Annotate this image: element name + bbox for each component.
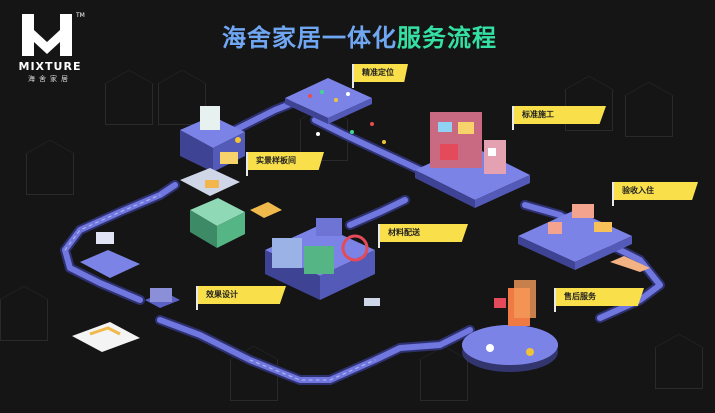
step-tag-move-in: 验收入住 [612, 182, 698, 206]
platform-design [72, 232, 180, 352]
flag-icon [512, 106, 514, 130]
background-house-outline [157, 70, 207, 125]
title-part-1: 海舍家居一体化 [222, 24, 397, 52]
flag-icon [378, 224, 380, 248]
title-part-2: 服务流程 [397, 24, 497, 52]
process-road [60, 95, 665, 385]
mixture-logo-icon [22, 14, 72, 56]
flag-icon [554, 288, 556, 312]
brand-name-cn: 海舍家居 [28, 75, 72, 83]
background-house-outline [25, 140, 75, 195]
step-label: 标准施工 [514, 106, 606, 124]
background-house-outline [654, 334, 704, 389]
flag-icon [196, 286, 198, 310]
step-label: 验收入住 [614, 182, 698, 200]
platform-delivery [265, 218, 380, 306]
flag-icon [612, 182, 614, 206]
background-house-outline [624, 82, 674, 137]
trademark: TM [76, 12, 85, 19]
step-label: 材料配送 [380, 224, 468, 242]
step-tag-showroom: 实景样板间 [246, 152, 326, 176]
platform-move-in [518, 204, 650, 272]
platform-positioning [285, 78, 386, 144]
flag-icon [352, 64, 354, 88]
step-tag-after-sales: 售后服务 [554, 288, 644, 312]
step-label: 精准定位 [354, 64, 408, 82]
step-label: 实景样板间 [248, 152, 324, 170]
step-label: 售后服务 [556, 288, 644, 306]
background-house-outline [104, 70, 154, 125]
brand-logo: TM MIXTURE 海舍家居 [14, 12, 85, 83]
step-tag-design: 效果设计 [196, 286, 286, 310]
background-house-outline [0, 286, 49, 341]
step-tag-positioning: 精准定位 [352, 64, 412, 88]
flag-icon [246, 152, 248, 176]
platform-showroom [180, 106, 282, 248]
step-label: 效果设计 [198, 286, 286, 304]
step-tag-construction: 标准施工 [512, 106, 606, 130]
platform-construction [415, 112, 530, 208]
step-tag-delivery: 材料配送 [378, 224, 468, 248]
page-title: 海舍家居一体化服务流程 [222, 18, 497, 53]
brand-name-en: MIXTURE [18, 60, 82, 73]
platform-after-sales [462, 280, 558, 372]
